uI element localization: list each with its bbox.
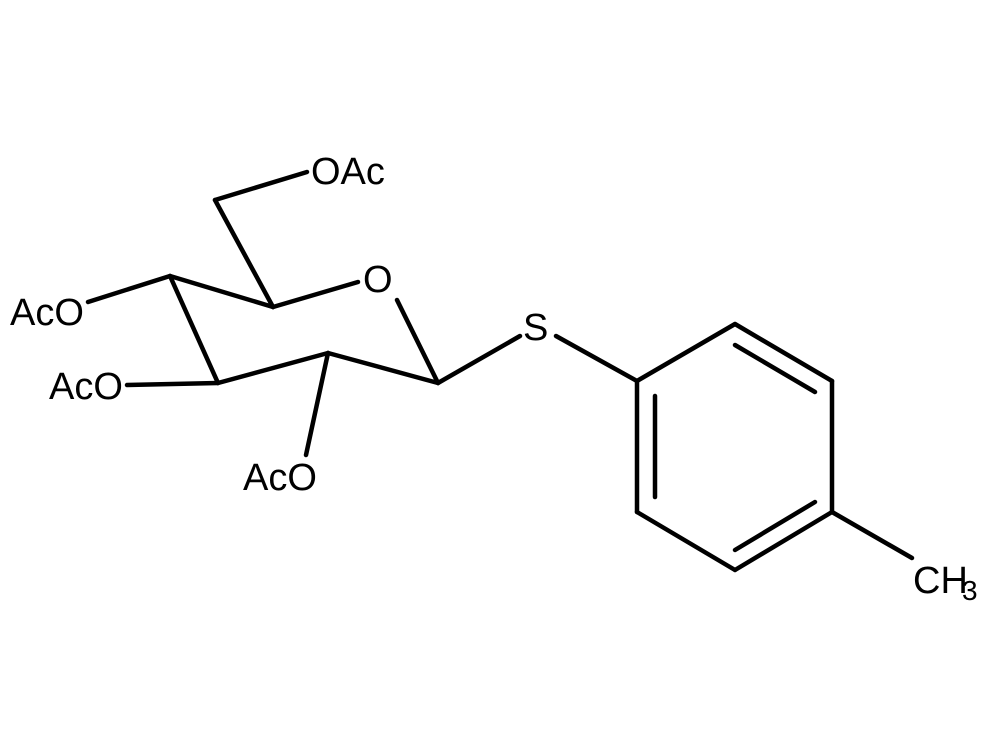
- bond-c5-o: [270, 279, 361, 310]
- label-aco-c3: AcO: [49, 366, 123, 408]
- bond-c2-c3: [215, 350, 331, 386]
- label-aco-c4: AcO: [10, 292, 84, 334]
- label-methyl-subscript: 3: [962, 575, 978, 606]
- label-methyl-ch: CH: [913, 560, 968, 602]
- bond-c3-o3: [124, 380, 221, 388]
- label-sulfur: S: [523, 307, 548, 349]
- label-aco-c2: AcO: [243, 457, 317, 499]
- label-oac-c6: OAc: [311, 151, 385, 193]
- bond-c4-c5: [167, 273, 276, 310]
- bond-c2-o2: [303, 350, 331, 458]
- tolyl-ring: [634, 321, 915, 573]
- bond-ar4-ar5: [732, 509, 835, 573]
- double-bond-inner-upper-right: [732, 342, 818, 395]
- bond-ar5-ar6: [634, 509, 738, 573]
- bond-ar2-ar3: [732, 321, 835, 384]
- substituent-bonds: [85, 169, 640, 458]
- bond-c1-c2: [325, 350, 441, 386]
- bond-o-c1: [394, 297, 441, 386]
- bond-ar4-methyl: [829, 509, 915, 561]
- bond-c6-o6: [212, 169, 310, 203]
- bond-c4-o4: [85, 273, 173, 305]
- atom-labels: OAc O AcO AcO AcO S CH 3: [10, 151, 978, 606]
- bond-c5-c6: [212, 197, 276, 310]
- bond-c1-s: [435, 333, 523, 386]
- double-bond-inner-lower-right: [732, 499, 818, 553]
- bond-ar1-ar2: [634, 321, 738, 384]
- sugar-ring: [167, 273, 441, 386]
- bond-s-aryl: [553, 333, 640, 384]
- label-ring-oxygen: O: [363, 259, 393, 301]
- bond-c3-c4: [167, 273, 221, 386]
